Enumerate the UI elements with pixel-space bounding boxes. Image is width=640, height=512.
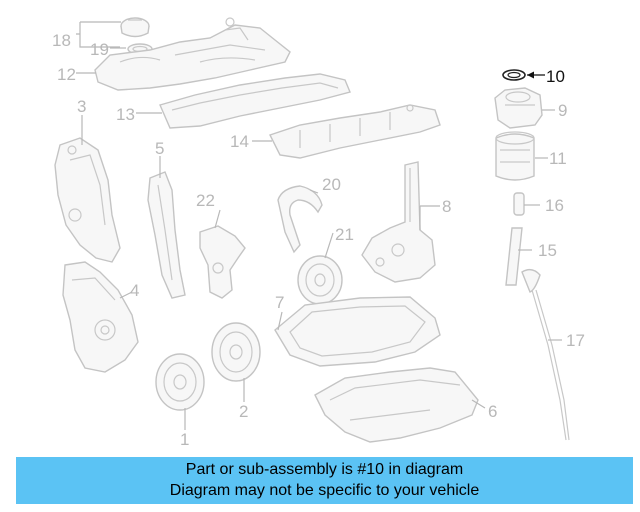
part-oil-pan-gasket xyxy=(274,296,441,367)
callout-6[interactable]: 6 xyxy=(488,402,497,421)
banner-part-note: Part or sub-assembly is #10 in diagram xyxy=(185,461,464,478)
part-valve-cover-gasket xyxy=(159,73,351,129)
part-rear-cover xyxy=(62,261,139,373)
callout-13[interactable]: 13 xyxy=(116,105,135,124)
callout-14[interactable]: 14 xyxy=(230,132,249,151)
part-timing-guide xyxy=(147,171,186,299)
callout-8[interactable]: 8 xyxy=(442,197,451,216)
callout-4[interactable]: 4 xyxy=(130,281,139,300)
callout-12[interactable]: 12 xyxy=(57,65,76,84)
callout-22[interactable]: 22 xyxy=(196,191,215,210)
part-timing-gear xyxy=(211,322,261,382)
part-dipstick-tube xyxy=(505,227,523,286)
part-oil-filler-cap xyxy=(120,17,150,38)
part-crank-pulley xyxy=(155,353,205,411)
leader-lines xyxy=(76,21,562,430)
info-banner: Part or sub-assembly is #10 in diagram D… xyxy=(16,457,633,504)
parts-diagram: 18 19 12 13 14 3 5 22 20 21 8 4 7 10 9 1… xyxy=(52,17,585,449)
part-idler-pulley xyxy=(297,255,343,305)
banner-disclaimer: Diagram may not be specific to your vehi… xyxy=(169,482,480,499)
part-timing-cover xyxy=(54,137,121,263)
part-oil-pump xyxy=(361,161,436,283)
callout-2[interactable]: 2 xyxy=(239,402,248,421)
part-oil-pan xyxy=(314,367,479,443)
callout-5[interactable]: 5 xyxy=(155,139,164,158)
callout-21[interactable]: 21 xyxy=(335,225,354,244)
callout-11[interactable]: 11 xyxy=(549,149,567,168)
part-intake-manifold xyxy=(269,104,441,159)
callout-18[interactable]: 18 xyxy=(52,31,71,50)
callout-9[interactable]: 9 xyxy=(558,101,567,120)
callout-20[interactable]: 20 xyxy=(322,175,341,194)
part-check-valve xyxy=(513,192,525,216)
callout-1[interactable]: 1 xyxy=(180,430,189,449)
callout-17[interactable]: 17 xyxy=(566,331,585,350)
part-tensioner xyxy=(199,225,246,299)
callout-19[interactable]: 19 xyxy=(90,40,109,59)
callout-3[interactable]: 3 xyxy=(77,97,86,116)
callout-16[interactable]: 16 xyxy=(545,196,564,215)
part-housing-seal xyxy=(502,69,526,81)
part-valve-cover xyxy=(94,17,291,91)
part-timing-belt xyxy=(277,185,323,254)
part-dipstick xyxy=(521,268,570,441)
callout-15[interactable]: 15 xyxy=(538,241,557,260)
callout-labels: 18 19 12 13 14 3 5 22 20 21 8 4 7 10 9 1… xyxy=(52,31,585,449)
part-filter-housing xyxy=(494,87,543,129)
callout-10[interactable]: 10 xyxy=(546,67,565,86)
part-oil-filter xyxy=(495,131,535,181)
callout-7[interactable]: 7 xyxy=(275,293,284,312)
